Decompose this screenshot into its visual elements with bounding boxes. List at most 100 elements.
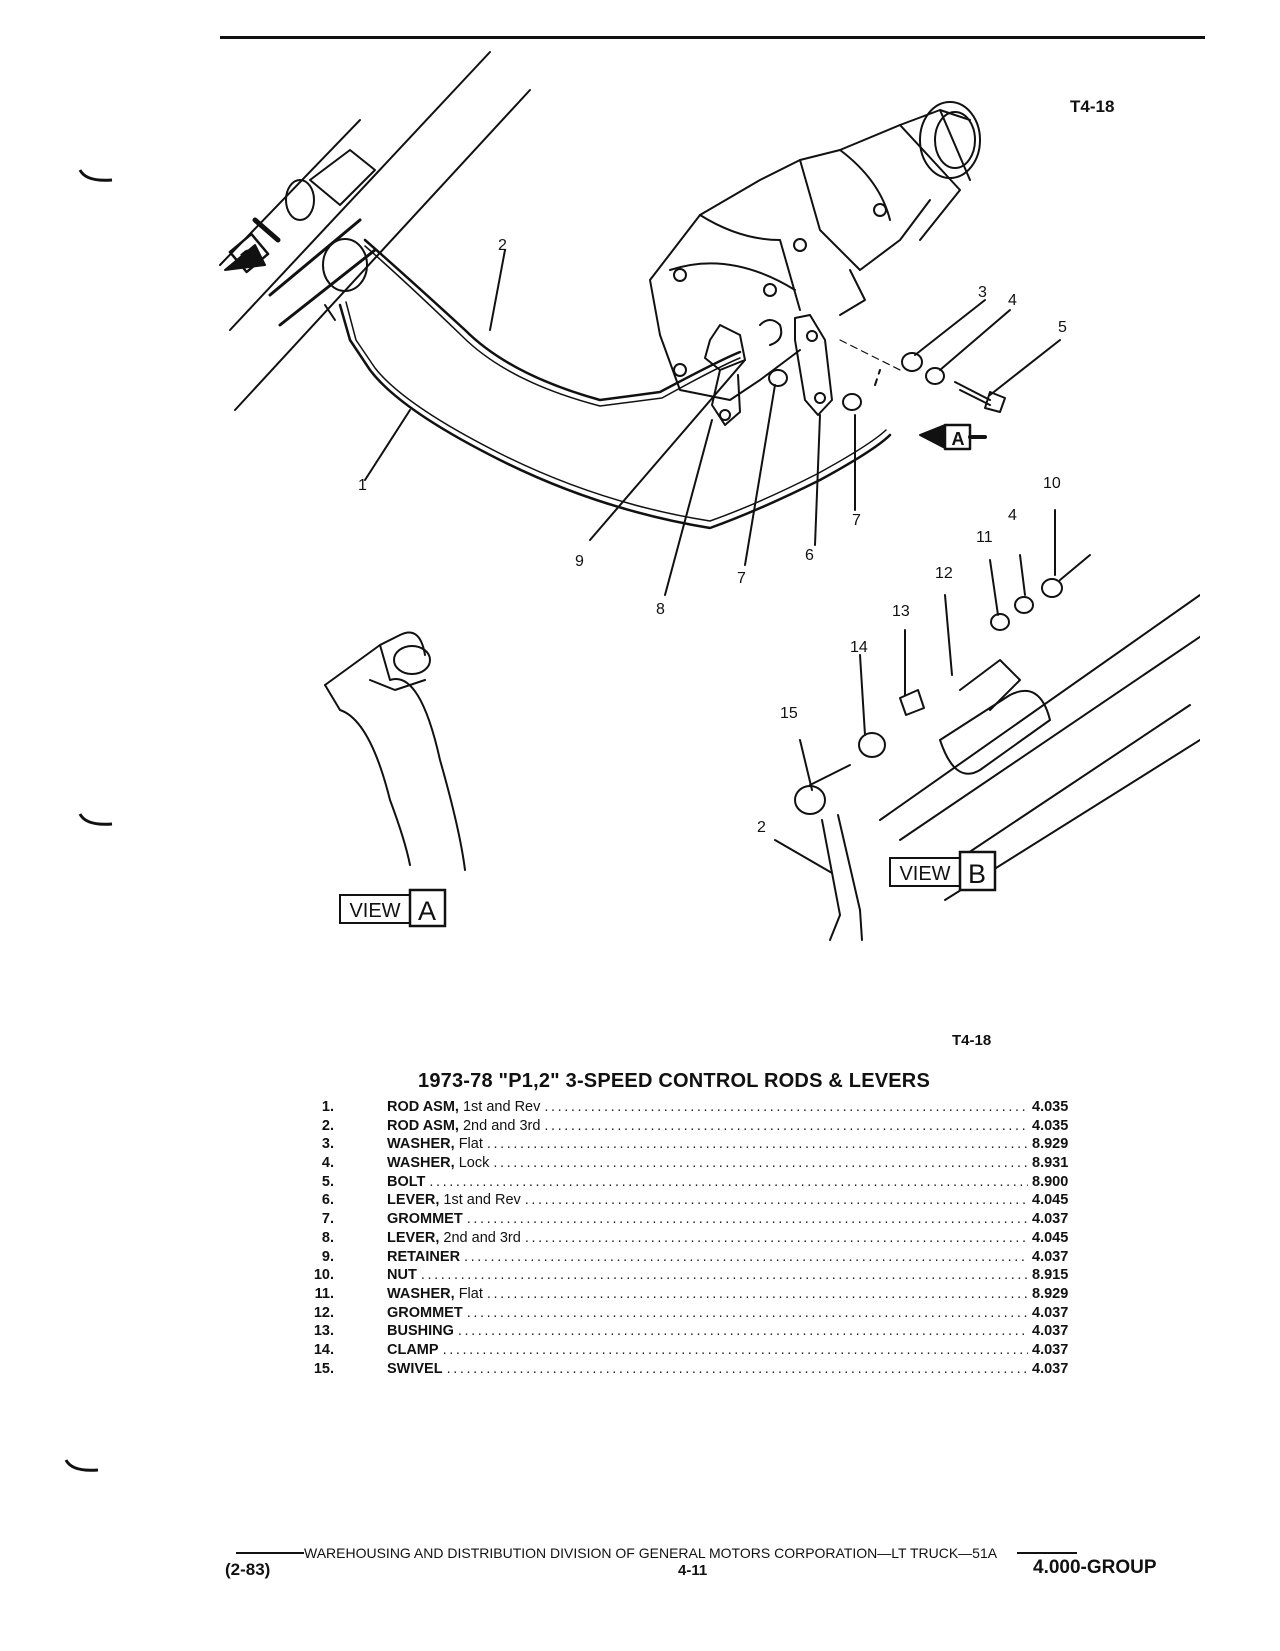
part-detail: 1st and Rev bbox=[458, 1099, 541, 1115]
part-detail: 2nd and 3rd bbox=[458, 1117, 541, 1134]
leader-dots: ........................................… bbox=[457, 1323, 1028, 1340]
part-name: LEVER, bbox=[387, 1229, 440, 1246]
callout-14: 14 bbox=[850, 639, 868, 656]
leader-dots: ........................................… bbox=[429, 1173, 1028, 1190]
callout-1: 1 bbox=[358, 477, 367, 494]
part-group-number: 8.929 bbox=[1032, 1136, 1069, 1153]
view-b-letter: B bbox=[968, 859, 986, 889]
callout-5: 5 bbox=[1058, 319, 1067, 336]
part-group-number: 4.037 bbox=[1032, 1304, 1069, 1321]
part-name: RETAINER bbox=[387, 1248, 461, 1265]
part-number: 5. bbox=[321, 1173, 334, 1190]
part-name: BOLT bbox=[387, 1173, 426, 1190]
part-number: 12. bbox=[313, 1304, 334, 1321]
part-name: WASHER, bbox=[387, 1285, 455, 1302]
parts-row: 6.LEVER, 1st and Rev....................… bbox=[300, 1191, 1090, 1210]
part-number: 4. bbox=[321, 1155, 334, 1172]
parts-row: 1. ROD ASM, 1st and Rev..................… bbox=[300, 1098, 1090, 1117]
part-group-number: 4.037 bbox=[1032, 1248, 1069, 1265]
part-name: LEVER, bbox=[387, 1192, 440, 1209]
leader-dots: ........................................… bbox=[524, 1192, 1028, 1209]
leader-dots: ........................................… bbox=[420, 1267, 1028, 1284]
part-detail: 1st and Rev bbox=[439, 1192, 521, 1209]
view-a-letter: A bbox=[418, 896, 436, 926]
part-number: 1. bbox=[321, 1099, 334, 1115]
part-description: WASHER, Flat bbox=[387, 1285, 483, 1304]
callout-10: 10 bbox=[1043, 475, 1061, 492]
leader-dots: ........................................… bbox=[464, 1248, 1028, 1265]
part-group-number: 4.045 bbox=[1032, 1192, 1069, 1209]
parts-row: 5. BOLT..................................… bbox=[300, 1173, 1090, 1192]
parts-row: 9.RETAINER..............................… bbox=[300, 1248, 1090, 1267]
parts-row: 11.WASHER, Flat.........................… bbox=[300, 1285, 1090, 1304]
part-group-number: 8.900 bbox=[1032, 1173, 1069, 1190]
part-detail: 2nd and 3rd bbox=[439, 1229, 521, 1246]
part-name: BUSHING bbox=[387, 1323, 454, 1340]
footer-page-number: 4-11 bbox=[678, 1562, 708, 1579]
view-b-label-box: VIEW B bbox=[889, 850, 997, 892]
part-description: SWIVEL bbox=[387, 1360, 443, 1379]
binder-hole-mark-top bbox=[78, 169, 113, 182]
part-name: SWIVEL bbox=[387, 1360, 443, 1377]
part-description: ROD ASM, 1st and Rev bbox=[387, 1098, 540, 1117]
part-description: GROMMET bbox=[387, 1210, 463, 1229]
parts-row: 7.GROMMET...............................… bbox=[300, 1210, 1090, 1229]
figure-code-bottom: T4-18 bbox=[952, 1032, 992, 1049]
part-description: RETAINER bbox=[387, 1248, 460, 1267]
callout-8: 8 bbox=[656, 601, 665, 618]
leader-dots: ........................................… bbox=[466, 1211, 1028, 1228]
parts-row: 14. CLAMP................................… bbox=[300, 1341, 1090, 1360]
callout-15: 15 bbox=[780, 705, 798, 722]
part-group-number: 4.037 bbox=[1032, 1360, 1069, 1377]
part-number: 11. bbox=[314, 1285, 334, 1302]
part-description: LEVER, 1st and Rev bbox=[387, 1191, 521, 1210]
part-detail: Lock bbox=[454, 1155, 490, 1172]
part-name: ROD ASM, bbox=[387, 1117, 459, 1134]
part-description: GROMMET bbox=[387, 1304, 463, 1323]
view-a-word: VIEW bbox=[349, 900, 400, 922]
parts-row: 2.ROD ASM, 2nd and 3rd..................… bbox=[300, 1117, 1090, 1136]
part-group-number: 4.037 bbox=[1032, 1323, 1069, 1340]
part-group-number: 8.929 bbox=[1032, 1285, 1069, 1302]
callout-13: 13 bbox=[892, 603, 910, 620]
part-number: 10. bbox=[313, 1267, 334, 1284]
part-number: 8. bbox=[321, 1229, 334, 1246]
part-detail: Flat bbox=[454, 1285, 483, 1302]
callout-2b: 2 bbox=[757, 819, 766, 836]
callout-6: 6 bbox=[805, 547, 814, 564]
part-name: NUT bbox=[387, 1267, 417, 1284]
binder-hole-mark-bottom bbox=[64, 1459, 99, 1472]
part-group-number: 4.035 bbox=[1032, 1099, 1069, 1115]
leader-dots: ........................................… bbox=[544, 1099, 1028, 1115]
callout-4: 4 bbox=[1008, 292, 1017, 309]
callout-9: 9 bbox=[575, 553, 584, 570]
leader-dots: ........................................… bbox=[442, 1341, 1028, 1358]
part-description: ROD ASM, 2nd and 3rd bbox=[387, 1117, 540, 1136]
leader-dots: ........................................… bbox=[446, 1360, 1028, 1377]
part-number: 14. bbox=[313, 1341, 334, 1358]
part-description: WASHER, Lock bbox=[387, 1154, 489, 1173]
leader-dots: ........................................… bbox=[466, 1304, 1028, 1321]
footer-group: 4.000-GROUP bbox=[1033, 1557, 1157, 1578]
part-group-number: 4.037 bbox=[1032, 1341, 1069, 1358]
footer-date: (2-83) bbox=[225, 1560, 271, 1579]
part-number: 15. bbox=[313, 1360, 334, 1377]
footer-division-line: WAREHOUSING AND DISTRIBUTION DIVISION OF… bbox=[236, 1545, 1186, 1561]
callout-7b: 7 bbox=[737, 570, 746, 587]
parts-row: 15. SWIVEL...............................… bbox=[300, 1360, 1090, 1379]
footer-division: WAREHOUSING AND DISTRIBUTION DIVISION OF… bbox=[304, 1545, 998, 1561]
part-description: BOLT bbox=[387, 1173, 425, 1192]
callout-11: 11 bbox=[976, 529, 993, 546]
part-number: 3. bbox=[321, 1136, 334, 1153]
parts-row: 3. WASHER, Flat..........................… bbox=[300, 1135, 1090, 1154]
leader-dots: ........................................… bbox=[486, 1136, 1028, 1153]
leader-dots: ........................................… bbox=[544, 1117, 1028, 1134]
parts-row: 13. BUSHING..............................… bbox=[300, 1322, 1090, 1341]
part-description: WASHER, Flat bbox=[387, 1135, 483, 1154]
part-group-number: 4.037 bbox=[1032, 1211, 1069, 1228]
part-number: 13. bbox=[313, 1323, 334, 1340]
part-detail: Flat bbox=[454, 1136, 483, 1153]
part-name: CLAMP bbox=[387, 1341, 439, 1358]
view-a-label-box: VIEW A bbox=[339, 888, 447, 928]
frame-rail-line bbox=[229, 51, 491, 331]
